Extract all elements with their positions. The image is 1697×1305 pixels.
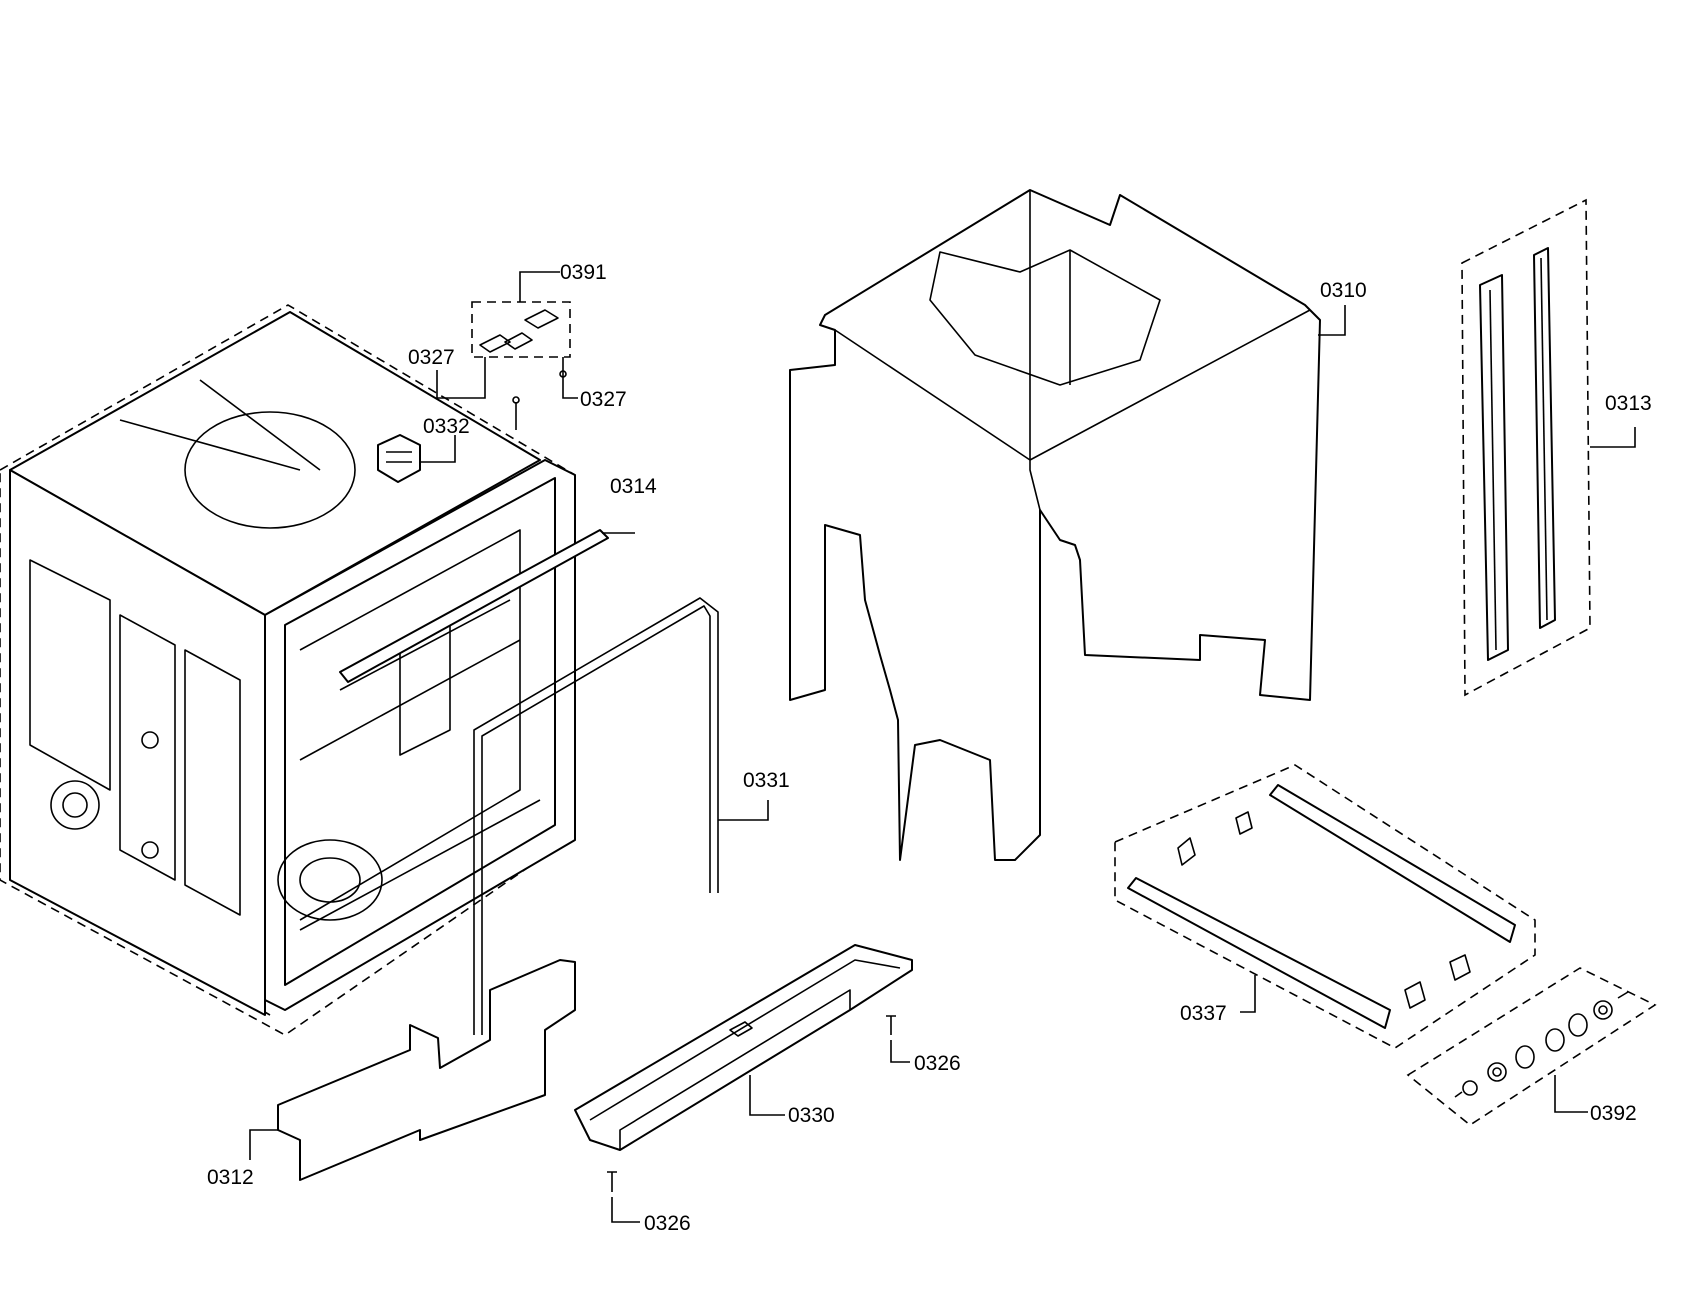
label-0332: 0332: [423, 415, 470, 438]
part-0310: 0310: [789, 189, 1367, 861]
label-0314: 0314: [610, 475, 657, 498]
part-0392-group: 0392: [1406, 967, 1657, 1126]
part-0332: 0332: [377, 415, 470, 483]
label-0313: 0313: [1605, 392, 1652, 415]
label-0331: 0331: [743, 769, 790, 792]
part-0337-group: 0337: [1114, 764, 1536, 1049]
part-0312: 0312: [207, 959, 576, 1189]
part-0331: 0331: [473, 597, 790, 1035]
part-0330: 0330: [574, 944, 913, 1151]
label-0326-right: 0326: [914, 1052, 961, 1075]
label-0391: 0391: [560, 261, 607, 284]
label-0327-right: 0327: [580, 388, 627, 411]
label-0327-left: 0327: [408, 346, 455, 369]
tub-assembly: [0, 304, 576, 1036]
label-0326-left: 0326: [644, 1212, 691, 1235]
label-0310: 0310: [1320, 279, 1367, 302]
label-0312: 0312: [207, 1166, 254, 1189]
part-0391-group: 0391: [471, 261, 607, 358]
part-0327-group: 0327 0327: [408, 346, 627, 430]
part-0326-group: 0326 0326: [607, 1015, 961, 1235]
label-0337: 0337: [1180, 1002, 1227, 1025]
part-0314: 0314: [339, 475, 657, 683]
label-0330: 0330: [788, 1104, 835, 1127]
part-0313-group: 0313: [1461, 198, 1652, 697]
label-0392: 0392: [1590, 1102, 1637, 1125]
